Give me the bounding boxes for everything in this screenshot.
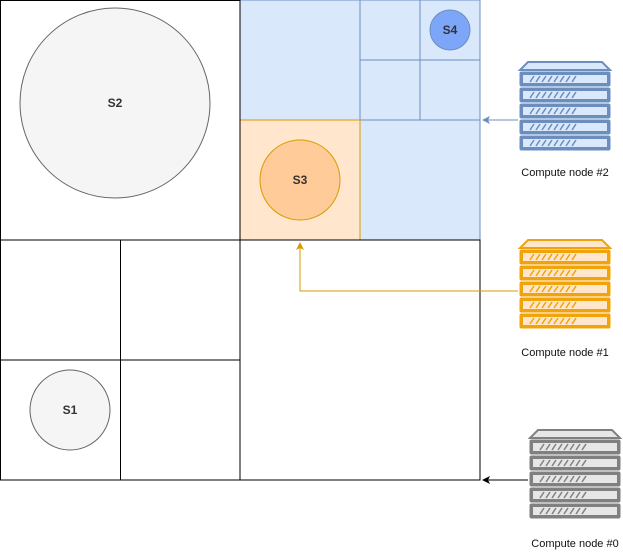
server-rack-icon [527,429,623,519]
compute-node-2-label: Compute node #2 [521,167,608,179]
circle-s3-label: S3 [293,173,308,187]
circle-s1: S1 [29,369,111,451]
server-rack-icon [517,239,613,329]
connector-node1 [296,242,518,292]
circle-s3: S3 [259,139,341,221]
circle-s2: S2 [19,7,211,199]
circle-s2-label: S2 [108,96,123,110]
quadtree-grid [0,0,481,481]
compute-node-0-label: Compute node #0 [531,538,618,550]
server-rack-icon [517,61,613,151]
circle-s4-label: S4 [443,23,458,37]
compute-node-1-label: Compute node #1 [521,347,608,359]
circle-s4: S4 [429,9,471,51]
circle-s1-label: S1 [63,403,78,417]
